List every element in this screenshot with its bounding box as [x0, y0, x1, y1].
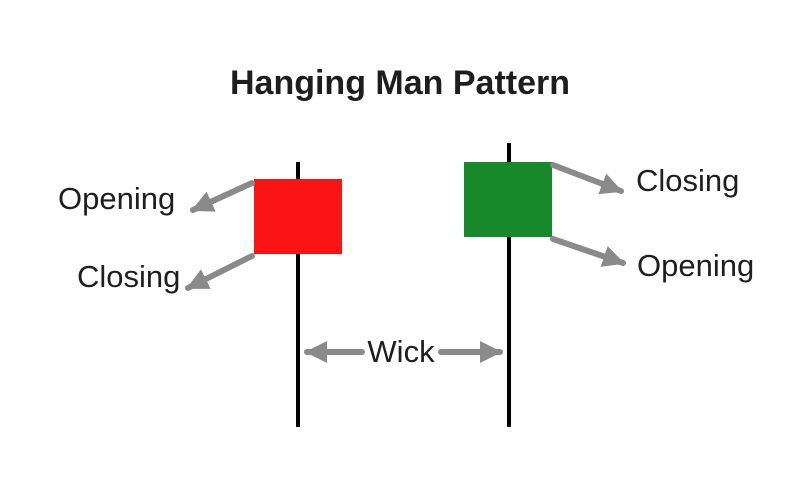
bearish-candle-body — [254, 179, 342, 254]
label-bullish-closing: Closing — [636, 163, 740, 198]
bearish-candle-wick — [296, 162, 300, 427]
closing-right-arrow — [550, 162, 624, 195]
label-wick: Wick — [367, 334, 435, 369]
opening-right-arrow — [550, 236, 626, 267]
bullish-candle-body — [464, 162, 552, 237]
closing-left-arrow — [185, 253, 255, 291]
diagram-title: Hanging Man Pattern — [229, 64, 571, 102]
bullish-candle-wick — [507, 143, 511, 427]
label-bearish-closing: Closing — [77, 259, 181, 294]
label-bullish-opening: Opening — [637, 248, 755, 283]
opening-left-arrow — [190, 180, 255, 213]
label-bearish-opening: Opening — [58, 181, 176, 216]
